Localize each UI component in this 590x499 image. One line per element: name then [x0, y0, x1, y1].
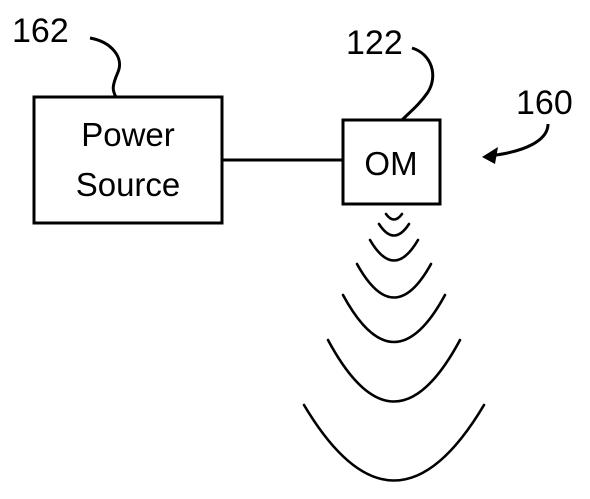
leader-line-122: [400, 46, 435, 122]
leader-line-162: [89, 36, 121, 98]
power-source-label-line2: Source: [76, 166, 181, 203]
wave-arc: [384, 212, 404, 221]
wave-emission: [302, 212, 486, 482]
wave-arc: [326, 338, 462, 403]
om-label: OM: [364, 145, 417, 182]
wave-arc: [377, 222, 411, 237]
ref-label-122: 122: [346, 24, 403, 62]
om-box: [341, 118, 442, 206]
wave-arc: [368, 238, 420, 262]
wave-arc: [341, 293, 447, 344]
wave-arc: [355, 262, 433, 299]
arrow-160-head: [482, 147, 498, 164]
ref-label-162: 162: [12, 12, 69, 50]
power-source-label-line1: Power: [81, 116, 175, 153]
ref-label-160: 160: [516, 84, 573, 122]
arrow-160-shaft: [487, 123, 550, 158]
wave-arc: [302, 403, 486, 482]
